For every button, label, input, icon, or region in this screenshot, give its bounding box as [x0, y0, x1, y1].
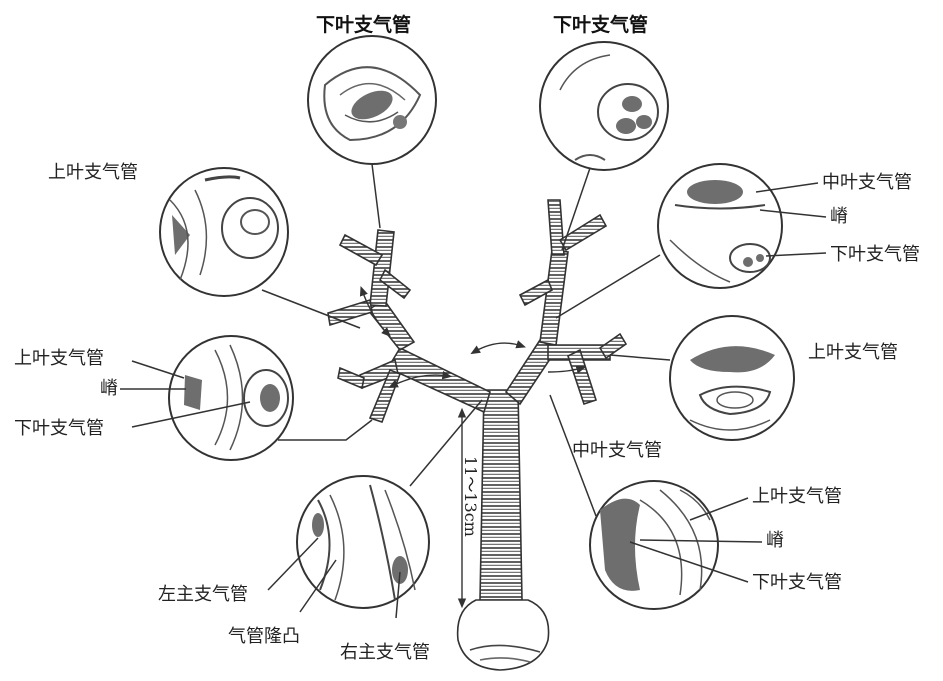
label-right-upper-lower-lobe: 下叶支气管	[830, 244, 920, 266]
label-top-left-lower-lobe: 下叶支气管	[316, 14, 411, 36]
view-right-upper	[658, 164, 782, 288]
label-right-low-ridge: 嵴	[766, 530, 784, 552]
label-trachea-length: 11～13cm	[460, 456, 484, 537]
label-right-mid-upper-lobe: 上叶支气管	[808, 342, 898, 364]
label-right-low-lower-lobe: 下叶支气管	[752, 572, 842, 594]
view-right-mid	[670, 316, 794, 440]
trachea	[480, 390, 522, 600]
label-left-mid-lower-lobe: 下叶支气管	[14, 418, 104, 440]
view-top-left	[308, 36, 436, 164]
label-top-right-lower-lobe: 下叶支气管	[553, 14, 648, 36]
left-main-bronchus	[388, 348, 490, 412]
label-right-main-bronchus: 右主支气管	[340, 642, 430, 664]
label-right-middle-lobe: 中叶支气管	[572, 440, 662, 462]
label-left-mid-ridge: 嵴	[100, 378, 118, 400]
view-left-upper	[160, 168, 288, 296]
label-right-upper-ridge: 嵴	[830, 206, 848, 228]
larynx	[458, 600, 549, 670]
view-right-low	[590, 481, 718, 609]
label-carina: 气管隆凸	[228, 626, 300, 648]
label-left-upper-lobe: 上叶支气管	[48, 162, 138, 184]
label-right-middle-lobe-upper: 中叶支气管	[822, 172, 912, 194]
label-right-low-upper-lobe: 上叶支气管	[752, 486, 842, 508]
view-left-mid	[169, 336, 293, 460]
label-left-mid-upper-lobe: 上叶支气管	[14, 348, 104, 370]
view-top-right	[540, 42, 668, 170]
label-left-main-bronchus: 左主支气管	[158, 584, 248, 606]
